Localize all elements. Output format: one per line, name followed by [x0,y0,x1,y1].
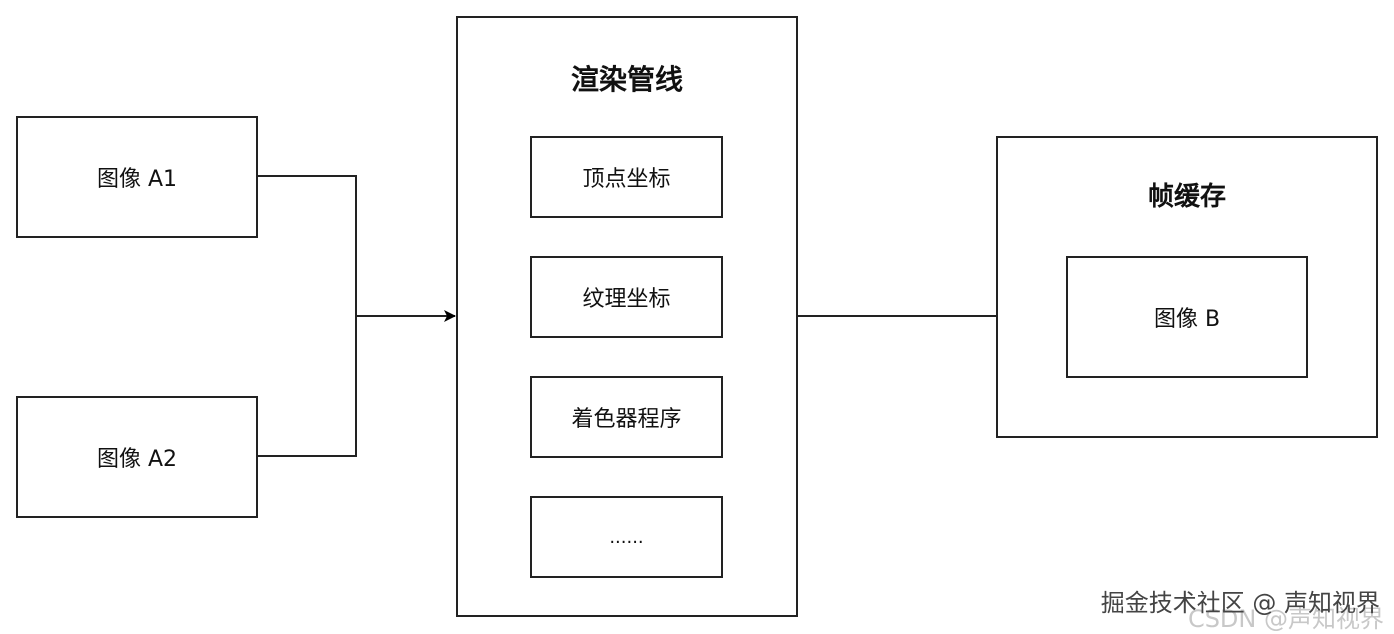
pipeline-item-label: ...... [609,526,644,548]
pipeline-item-vertex-coords: 顶点坐标 [530,136,723,218]
render-pipeline-title: 渲染管线 [570,63,683,96]
pipeline-item-label: 顶点坐标 [582,167,671,192]
pipeline-item-shader-program: 着色器程序 [530,376,723,458]
image-a1-box: 图像 A1 [16,116,258,238]
pipeline-item-texture-coords: 纹理坐标 [530,256,723,338]
image-a1-label: 图像 A1 [96,167,178,192]
connector-a2-to-junction [257,316,357,457]
framebuffer-title: 帧缓存 [1147,182,1226,212]
pipeline-item-label: 着色器程序 [571,407,682,432]
watermark-secondary: CSDN @声知视界 [1187,605,1384,633]
watermark-primary: 掘金技术社区 @ 声知视界 [1100,589,1380,617]
pipeline-item-ellipsis: ...... [530,496,723,578]
image-b-box: 图像 B [1066,256,1308,378]
image-b-label: 图像 B [1153,307,1221,332]
pipeline-item-label: 纹理坐标 [582,287,671,312]
image-a2-box: 图像 A2 [16,396,258,518]
image-a2-label: 图像 A2 [96,447,178,472]
connector-a1-to-junction [257,175,357,316]
